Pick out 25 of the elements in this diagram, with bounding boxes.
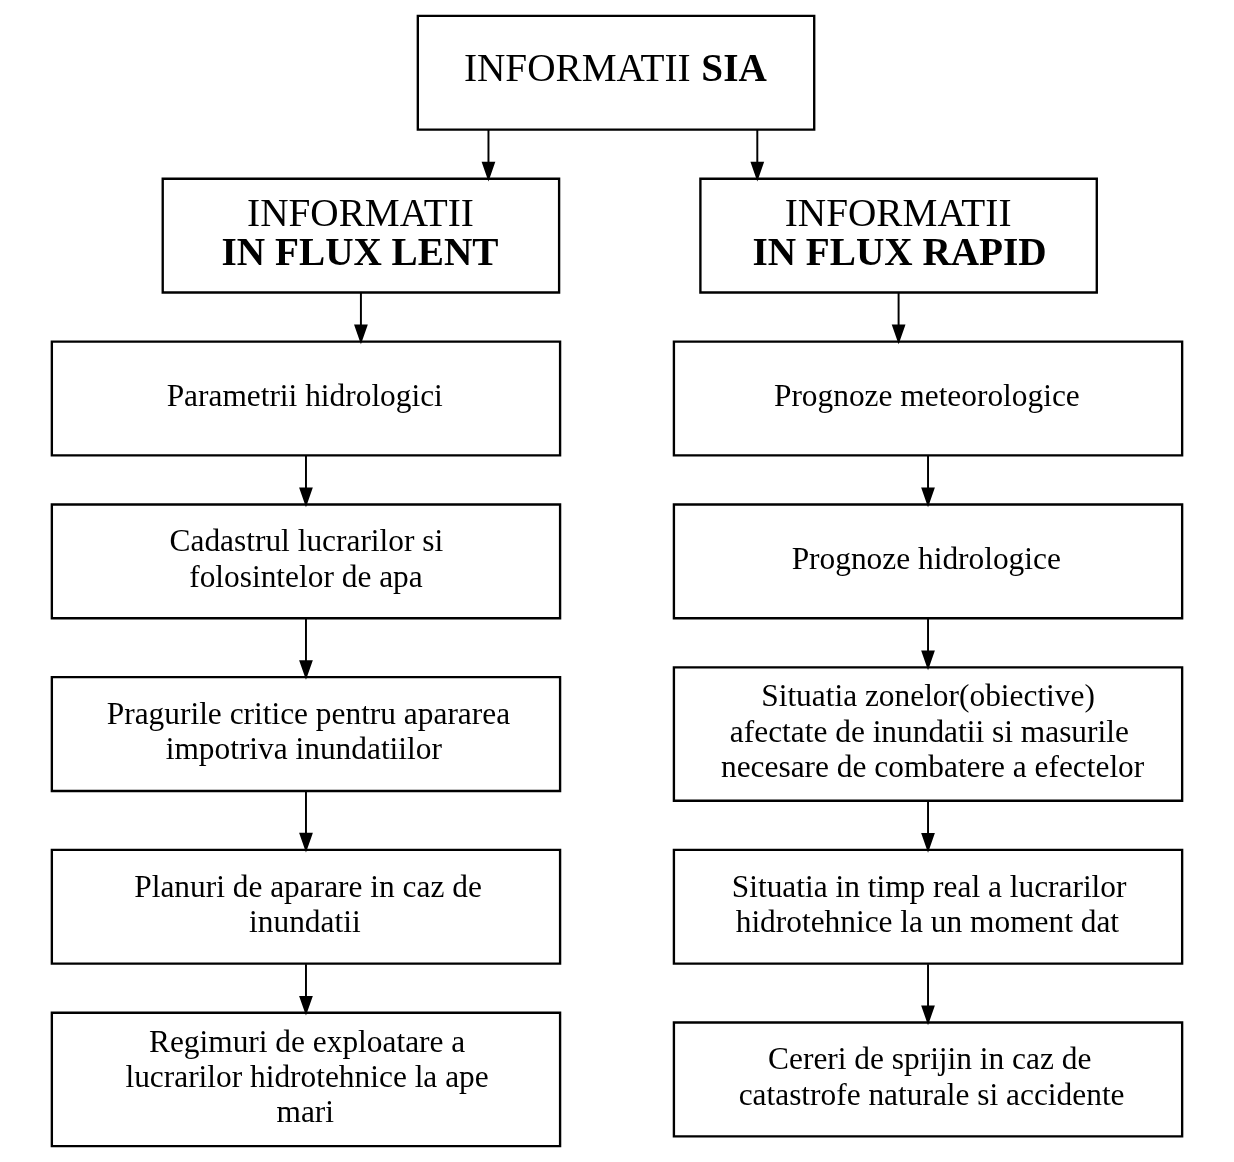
node-box: Cereri de sprijin in caz de catastrofe naturale si accidente xyxy=(672,1021,1184,1138)
node-box: INFORMATII SIA xyxy=(416,14,816,131)
node-box: Cadastrul lucrarilor si folosintelor de apa xyxy=(50,503,562,620)
arrow xyxy=(921,799,935,853)
node-box: INFORMATII IN FLUX RAPID xyxy=(699,177,1098,294)
arrow xyxy=(921,963,935,1026)
node-box: Planuri de aparare in caz de inundatii xyxy=(50,848,562,965)
node-box: INFORMATII IN FLUX LENT xyxy=(161,177,561,294)
node-box: Situatia zonelor(obiective) afectate de inundatii si masurile necesare de combatere a efectelor xyxy=(672,666,1184,802)
node-box: Situatia in timp real a lucrarilor hidrotehnice la un moment dat xyxy=(672,848,1184,965)
arrow xyxy=(481,128,496,182)
arrow xyxy=(299,963,313,1016)
node-box: Prognoze meteorologice xyxy=(672,340,1184,457)
node-box: Prognoze hidrologice xyxy=(672,503,1184,620)
arrow xyxy=(891,291,906,345)
arrow xyxy=(299,790,313,853)
node-box: Pragurile critice pentru apararea impotriva inundatiilor xyxy=(50,675,562,793)
node-box: Regimuri de exploatare a lucrarilor hidrotehnice la ape mari xyxy=(50,1011,562,1148)
arrow xyxy=(921,617,935,671)
node-box: Parametrii hidrologici xyxy=(50,340,562,457)
arrow xyxy=(299,454,313,508)
arrow xyxy=(299,617,313,680)
arrow xyxy=(354,291,368,345)
arrow xyxy=(921,454,935,508)
arrow xyxy=(750,128,765,182)
